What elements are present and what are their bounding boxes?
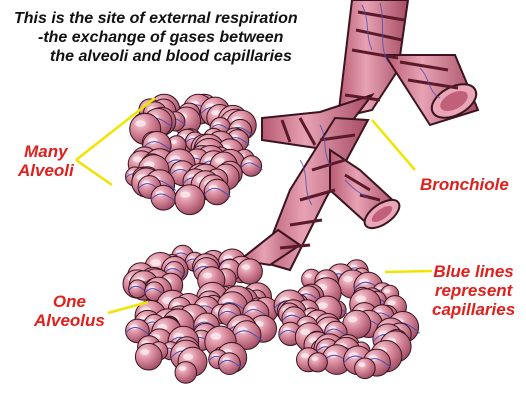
label-one-alveolus-line-2: Alveolus bbox=[34, 311, 105, 330]
alveolus-highlight bbox=[305, 274, 312, 278]
alveolus-highlight bbox=[388, 301, 396, 306]
alveolus-highlight bbox=[179, 366, 187, 371]
alveoli-cluster-upper-left bbox=[126, 94, 263, 214]
alveolus-highlight bbox=[355, 295, 366, 302]
alveolus-highlight bbox=[135, 120, 146, 127]
caption-line-3: the alveoli and blood capillaries bbox=[50, 48, 292, 66]
alveolus-sac bbox=[175, 362, 197, 384]
label-many-alveoli-line-2: Alveoli bbox=[18, 161, 74, 180]
label-capillaries: Blue lines represent capillaries bbox=[432, 262, 515, 319]
caption-line-2: -the exchange of gases between bbox=[38, 29, 283, 47]
alveolus-highlight bbox=[183, 354, 193, 360]
alveolus-sac bbox=[219, 353, 241, 375]
alveolus-sac bbox=[135, 343, 162, 370]
alveolus-highlight bbox=[140, 349, 149, 355]
alveolus-sac bbox=[151, 185, 176, 210]
alveolus-highlight bbox=[384, 289, 390, 293]
alveolus-sac bbox=[237, 259, 262, 284]
label-one-alveolus-line-1: One bbox=[34, 292, 105, 311]
alveolus-sac bbox=[355, 358, 376, 379]
alveolus-highlight bbox=[358, 362, 365, 367]
label-capillaries-line-3: capillaries bbox=[432, 300, 515, 319]
label-one-alveolus: One Alveolus bbox=[34, 292, 105, 330]
alveolus-sac bbox=[308, 353, 327, 372]
alveolus-highlight bbox=[301, 353, 309, 358]
alveoli-cluster-lower-left bbox=[123, 245, 278, 383]
label-bronchiole: Bronchiole bbox=[420, 175, 509, 194]
alveolus-highlight bbox=[312, 357, 319, 361]
alveolus-highlight bbox=[180, 191, 190, 198]
leader-capillaries bbox=[385, 271, 432, 272]
alveolus-highlight bbox=[242, 264, 251, 270]
alveolus-sac bbox=[129, 280, 147, 298]
caption-line-1: This is the site of external respiration bbox=[14, 10, 298, 28]
label-capillaries-line-2: represent bbox=[432, 281, 515, 300]
alveolus-highlight bbox=[210, 333, 221, 340]
alveolus-sac bbox=[175, 185, 205, 215]
label-many-alveoli-line-1: Many bbox=[18, 142, 74, 161]
label-many-alveoli: Many Alveoli bbox=[18, 142, 74, 180]
leader-many-alveoli-lower bbox=[76, 160, 112, 185]
alveolus-highlight bbox=[317, 302, 327, 308]
alveoli-cluster-lower-right bbox=[274, 260, 419, 379]
alveolus-sac bbox=[241, 156, 262, 177]
leader-bronchiole bbox=[372, 120, 415, 170]
label-capillaries-line-1: Blue lines bbox=[432, 262, 515, 281]
alveolus-highlight bbox=[348, 316, 358, 322]
alveolus-highlight bbox=[203, 273, 213, 279]
alveolus-sac bbox=[204, 179, 229, 204]
alveolus-highlight bbox=[343, 276, 353, 282]
alveolus-highlight bbox=[150, 259, 161, 266]
